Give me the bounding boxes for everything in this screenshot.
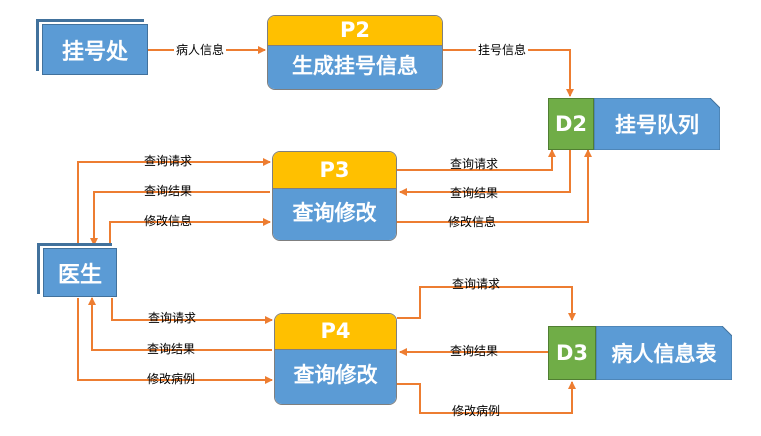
flow-label-modify-info: 修改信息: [448, 215, 497, 229]
process-id: P4: [275, 314, 396, 350]
flow-label-modify-case: 修改病例: [147, 372, 196, 386]
flow-label-modify-info: 修改信息: [144, 214, 193, 228]
datastore-name: 挂号队列: [615, 113, 699, 137]
arrow-doctor-to-p4-query: [111, 298, 273, 324]
arrow-p3-to-d2-modify: [397, 149, 592, 223]
arrow-p4-to-d3-query: [397, 286, 576, 321]
datastore-d2[interactable]: D2 挂号队列: [548, 98, 720, 150]
process-p2[interactable]: P2 生成挂号信息: [267, 15, 443, 90]
datastore-name: 病人信息表: [611, 342, 717, 366]
flow-label-query-result: 查询结果: [144, 184, 193, 198]
flow-label-query-request: 查询请求: [450, 157, 499, 171]
datastore-d3[interactable]: D3 病人信息表: [548, 326, 732, 380]
process-id: P3: [273, 152, 396, 189]
flow-label-query-request: 查询请求: [148, 311, 197, 325]
entity-shadow-left: [36, 19, 39, 71]
datastore-id: D3: [548, 326, 596, 380]
datastore-name-box: 挂号队列: [594, 98, 720, 150]
arrow-p3-to-d2-query: [397, 149, 556, 171]
datastore-shape: [594, 98, 720, 150]
arrow-p4-to-d3-modify: [397, 381, 576, 414]
entity-label: 挂号处: [61, 39, 128, 65]
datastore-shape: [596, 326, 732, 380]
entity-shadow-top: [37, 243, 112, 246]
entity-shadow-left: [37, 243, 40, 294]
datastore-name-box: 病人信息表: [596, 326, 732, 380]
flow-label-query-request: 查询请求: [452, 277, 501, 291]
arrow-p4-to-doctor-result: [88, 297, 272, 351]
datastore-id: D2: [548, 98, 594, 150]
entity-doctor[interactable]: 医生: [43, 248, 117, 297]
process-p3[interactable]: P3 查询修改: [272, 151, 397, 241]
flow-label-modify-case: 修改病例: [452, 404, 501, 418]
arrow-doctor-to-p3-modify: [109, 218, 271, 245]
entity-shadow-top: [36, 19, 144, 22]
arrow-d2-to-p3-result: [399, 150, 571, 196]
process-id: P2: [268, 16, 442, 46]
flow-label-query-result: 查询结果: [147, 342, 196, 356]
arrow-doctor-to-p3-query: [77, 158, 271, 245]
process-name: 查询修改: [273, 189, 396, 240]
arrow-p3-to-doctor-result: [90, 191, 270, 246]
flow-label-query-request: 查询请求: [144, 154, 193, 168]
arrow-doctor-to-p4-modify: [77, 298, 273, 384]
process-name: 查询修改: [275, 350, 396, 404]
process-name: 生成挂号信息: [268, 46, 442, 89]
flow-label-patient-info: 病人信息: [174, 43, 227, 57]
flow-label-registration-info: 挂号信息: [476, 43, 529, 57]
entity-registration-desk[interactable]: 挂号处: [42, 24, 148, 75]
flow-label-query-result: 查询结果: [450, 344, 499, 358]
flow-label-query-result: 查询结果: [450, 186, 499, 200]
process-p4[interactable]: P4 查询修改: [274, 313, 397, 405]
entity-label: 医生: [57, 262, 102, 288]
